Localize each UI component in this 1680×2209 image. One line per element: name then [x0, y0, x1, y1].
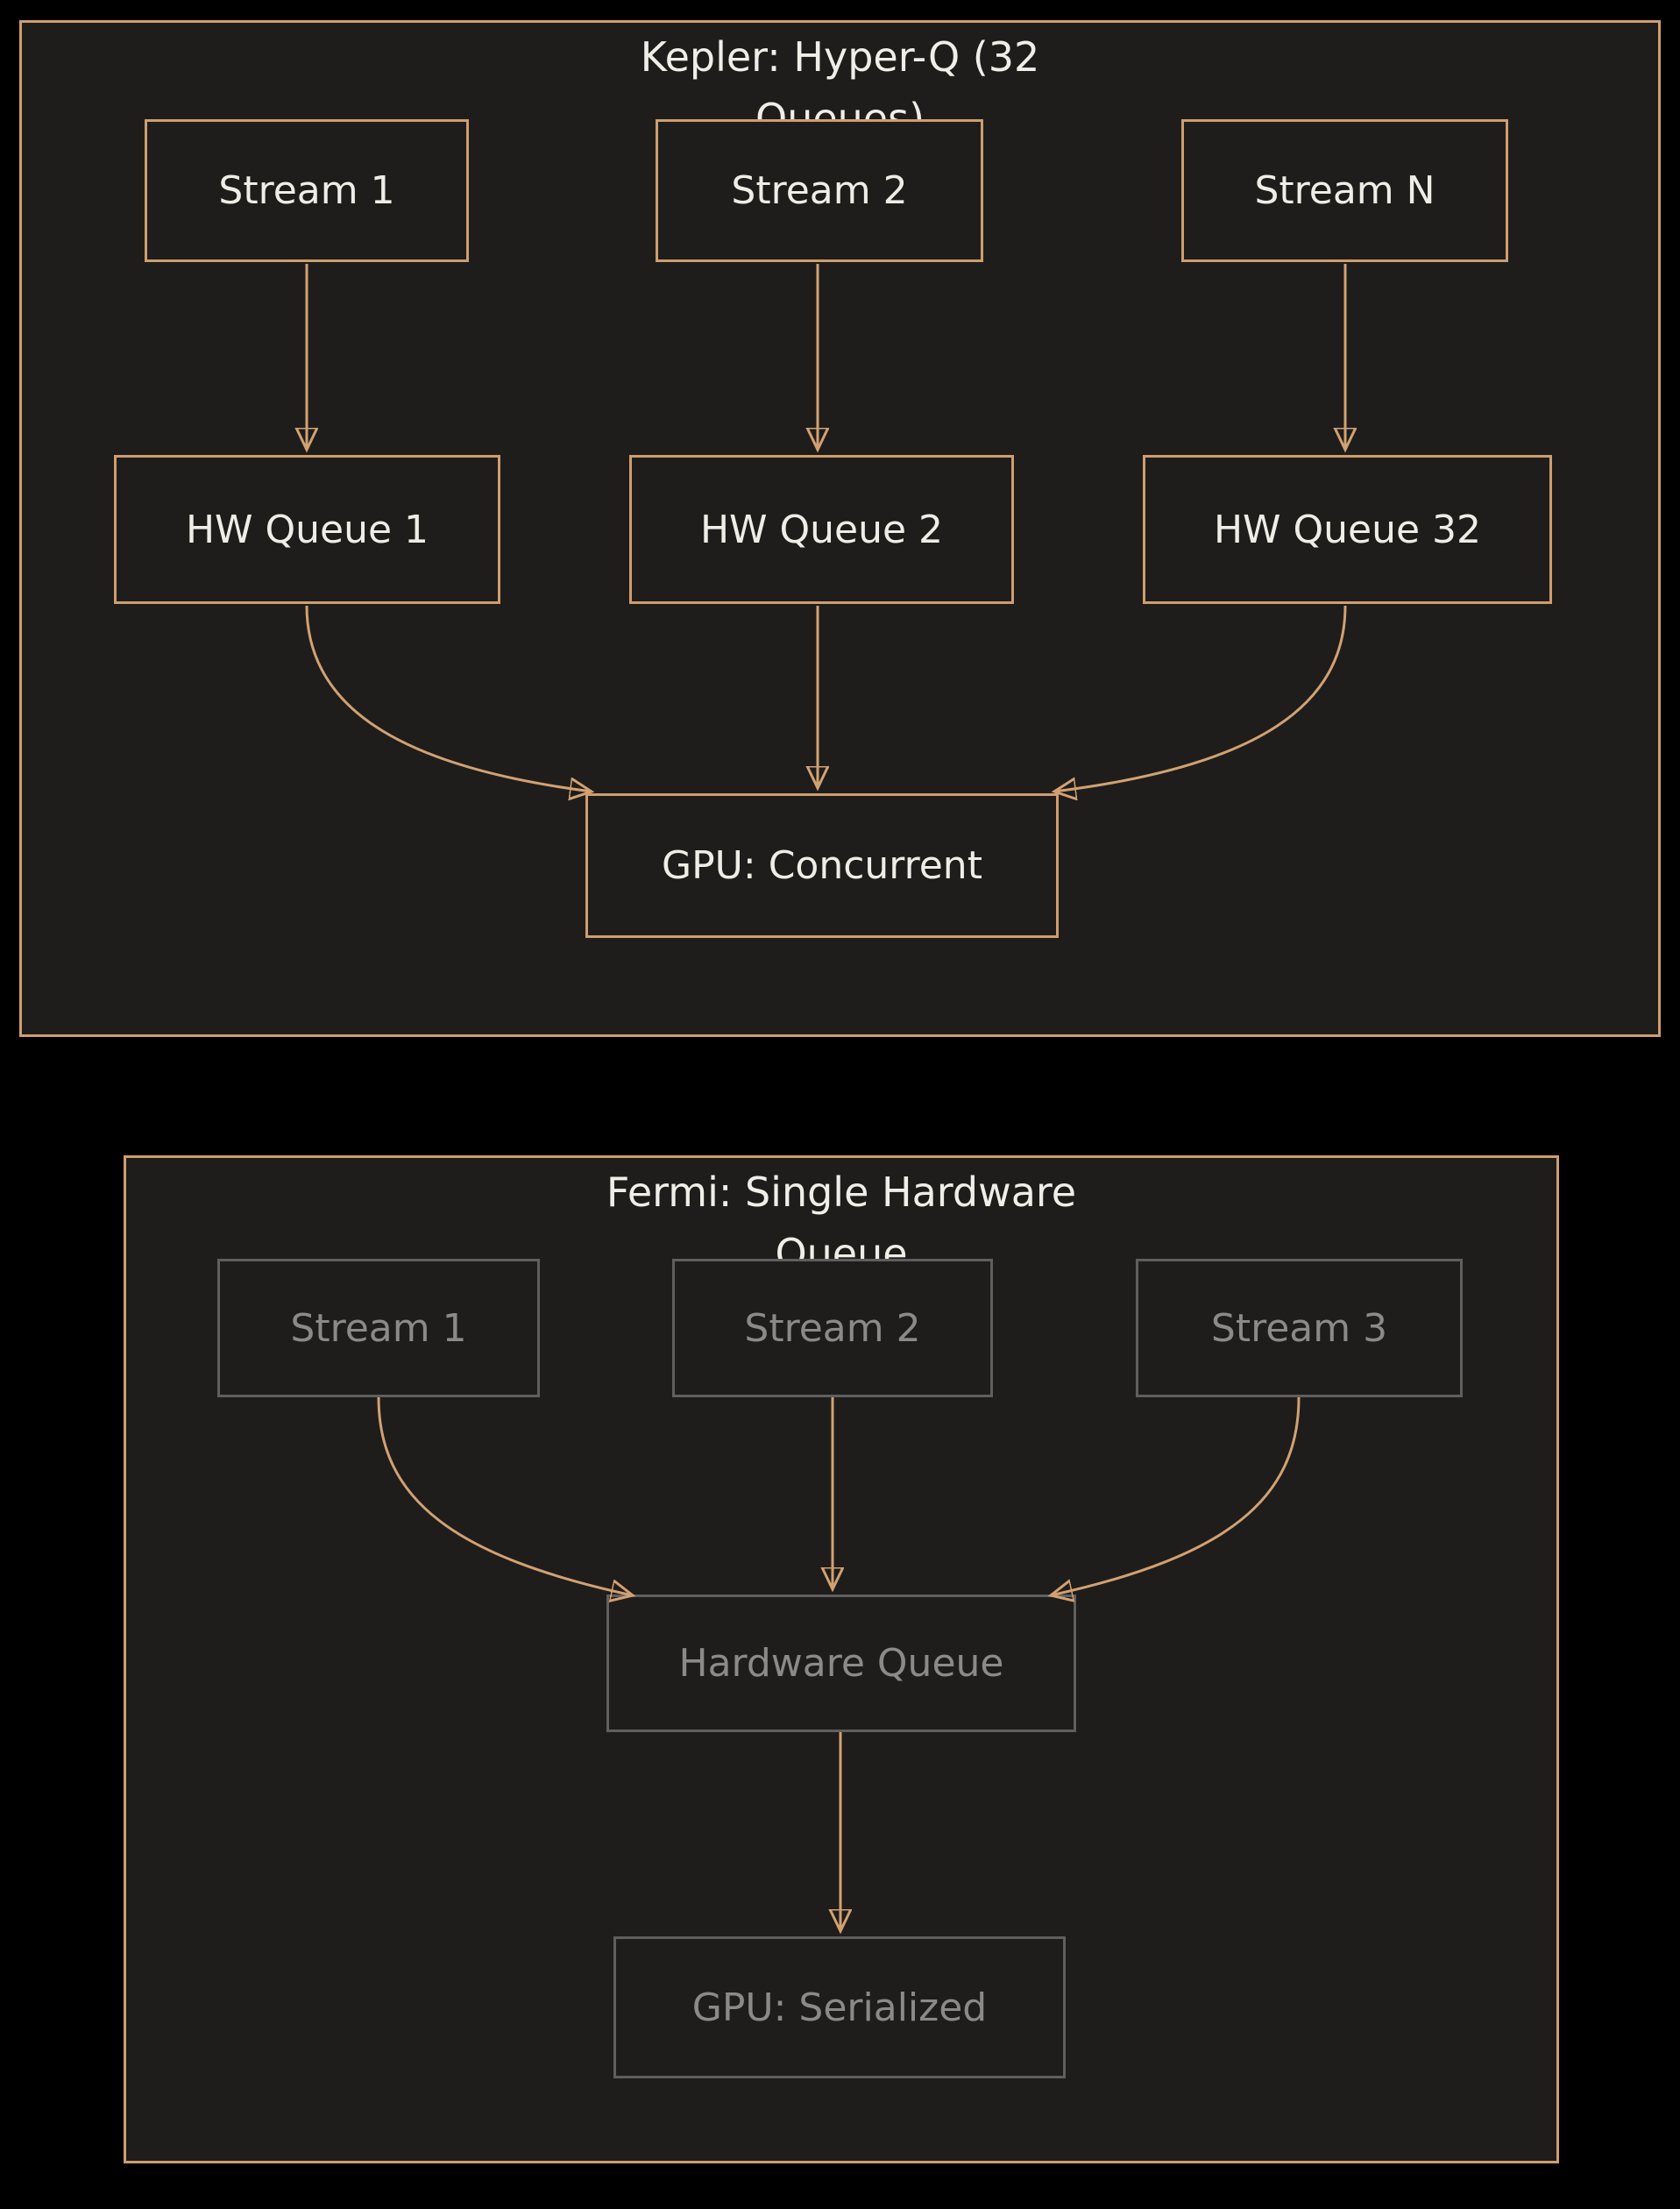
kepler-stream-n-label: Stream N	[1254, 168, 1435, 213]
edge-queue1-to-gpu	[305, 605, 592, 792]
fermi-panel: Fermi: Single Hardware Queue Stream 1 St…	[124, 1155, 1559, 2163]
fermi-hardware-queue-label: Hardware Queue	[678, 1641, 1004, 1686]
fermi-stream-2-label: Stream 2	[744, 1305, 921, 1351]
kepler-stream-1-label: Stream 1	[218, 168, 395, 213]
kepler-hw-queue-2-node: HW Queue 2	[629, 455, 1014, 604]
fermi-stream-3-label: Stream 3	[1210, 1305, 1388, 1351]
kepler-stream-2-node: Stream 2	[656, 119, 983, 262]
kepler-hw-queue-32-node: HW Queue 32	[1143, 455, 1552, 604]
fermi-stream-3-node: Stream 3	[1136, 1259, 1463, 1397]
fermi-gpu-label: GPU: Serialized	[691, 1985, 988, 2030]
kepler-stream-2-label: Stream 2	[731, 168, 908, 213]
fermi-stream-1-node: Stream 1	[217, 1259, 540, 1397]
fermi-hardware-queue-node: Hardware Queue	[606, 1595, 1076, 1732]
kepler-hw-queue-32-label: HW Queue 32	[1213, 507, 1482, 552]
kepler-hw-queue-1-label: HW Queue 1	[185, 507, 429, 552]
fermi-stream-1-label: Stream 1	[290, 1305, 467, 1351]
edge-queue32-to-gpu	[1054, 605, 1347, 792]
fermi-stream-2-node: Stream 2	[672, 1259, 993, 1397]
kepler-stream-n-node: Stream N	[1181, 119, 1508, 262]
fermi-panel-title: Fermi: Single Hardware Queue	[606, 1168, 1077, 1277]
edge-stream1-to-hwqueue	[377, 1396, 633, 1595]
kepler-hw-queue-1-node: HW Queue 1	[114, 455, 500, 604]
kepler-hw-queue-2-label: HW Queue 2	[699, 507, 944, 552]
kepler-gpu-node: GPU: Concurrent	[585, 793, 1059, 938]
kepler-panel: Kepler: Hyper-Q (32 Queues) Stream 1 Str…	[19, 20, 1661, 1037]
kepler-panel-title: Kepler: Hyper-Q (32 Queues)	[640, 33, 1040, 142]
edge-stream3-to-hwqueue	[1051, 1396, 1301, 1595]
fermi-gpu-node: GPU: Serialized	[613, 1936, 1066, 2078]
kepler-stream-1-node: Stream 1	[145, 119, 469, 262]
kepler-gpu-label: GPU: Concurrent	[662, 843, 982, 888]
